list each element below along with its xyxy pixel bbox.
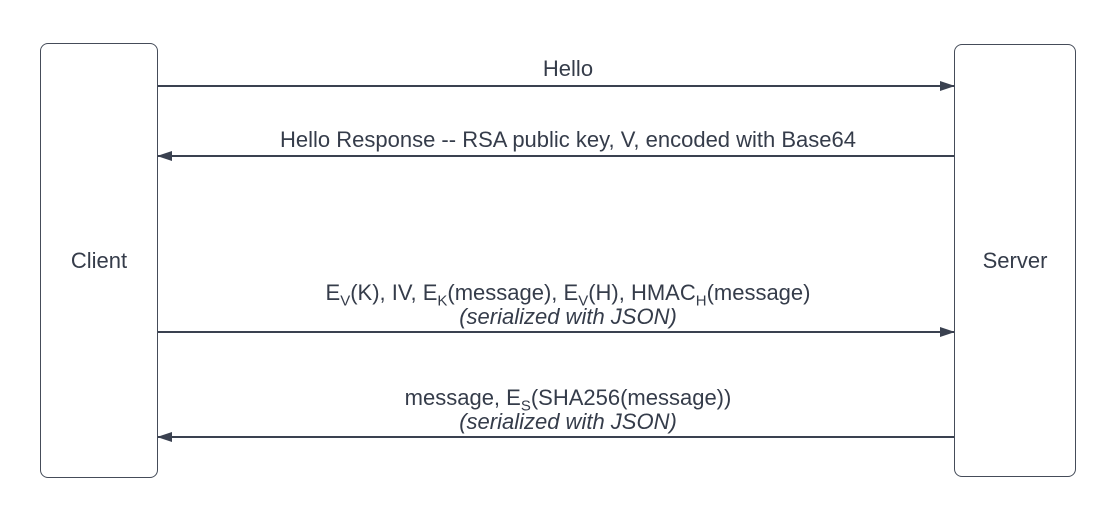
message-subtext: (serialized with JSON) <box>459 409 677 434</box>
message-arrow-key-exchange <box>158 326 955 337</box>
message-arrow-hello <box>158 80 955 91</box>
arrowhead-left-icon <box>157 431 172 442</box>
client-actor-label: Client <box>70 247 128 273</box>
message-text: Hello <box>542 56 594 81</box>
arrowhead-left-icon <box>157 150 172 161</box>
server-actor-box: Server <box>954 44 1076 477</box>
arrowhead-right-icon <box>940 80 955 91</box>
client-actor-box: Client <box>40 43 158 478</box>
message-label-key-exchange: EV(K), IV, EK(message), EV(H), HMACH(mes… <box>158 281 978 329</box>
message-text: Hello Response -- RSA public key, V, enc… <box>280 127 856 152</box>
message-arrow-signed-message <box>157 431 954 442</box>
message-subtext: (serialized with JSON) <box>459 304 677 329</box>
message-text: message, ES(SHA256(message)) <box>404 385 732 415</box>
message-label-signed-message: message, ES(SHA256(message)) (serialized… <box>158 386 978 434</box>
message-label-hello-response: Hello Response -- RSA public key, V, enc… <box>158 128 978 152</box>
message-text: EV(K), IV, EK(message), EV(H), HMACH(mes… <box>325 280 811 310</box>
message-arrow-hello-response <box>157 150 954 161</box>
arrowhead-right-icon <box>940 326 955 337</box>
server-actor-label: Server <box>982 247 1048 273</box>
message-label-hello: Hello <box>158 57 978 81</box>
